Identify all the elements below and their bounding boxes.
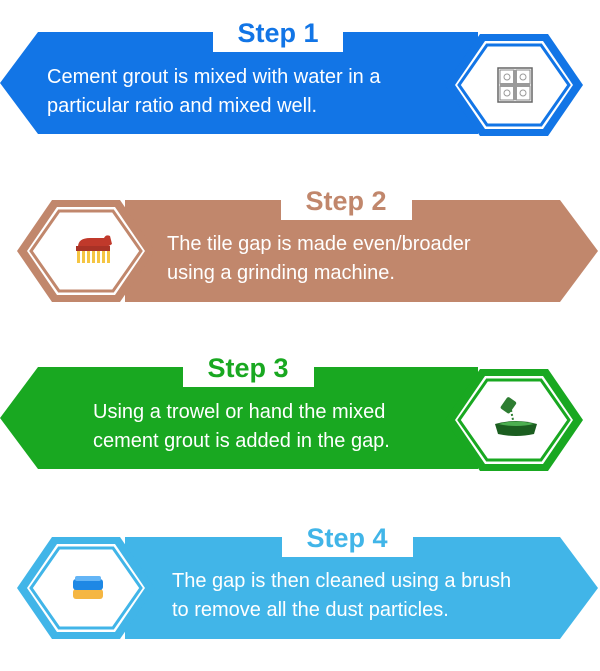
tile-grid-icon [497,67,533,103]
step-1-text-line-1: Cement grout is mixed with water in a [47,66,381,88]
step-4-title-box [282,515,413,557]
step-4-title: Step 4 [306,523,387,553]
step-3: Step 3 Using a trowel or hand the mixed … [0,345,583,471]
step-1: Step 1 Cement grout is mixed with water … [0,10,583,136]
step-2-title-box [281,178,412,220]
step-1-title-box [213,10,343,52]
step-2-text-line-2: using a grinding machine. [167,262,395,284]
step-3-text-line-2: cement grout is added in the gap. [93,430,390,452]
step-4-text-line-2: to remove all the dust particles. [172,599,449,621]
step-2-text-line-1: The tile gap is made even/broader [167,233,471,255]
step-3-title-box [183,345,314,387]
pouring-grout-icon [495,397,537,436]
step-3-banner [0,367,478,469]
step-2-banner [125,200,598,302]
step-4-hex-ring [29,546,143,630]
step-1-banner [0,32,478,134]
scrub-brush-icon [76,235,112,263]
step-1-text-line-2: particular ratio and mixed well. [47,95,317,117]
step-2: Step 2 The tile gap is made even/broader… [17,178,598,302]
step-1-title: Step 1 [237,18,318,48]
step-3-hex-inner [455,376,573,464]
step-4: Step 4 The gap is then cleaned using a b… [17,515,598,639]
step-1-hex-ring [457,43,571,127]
step-4-text-line-1: The gap is then cleaned using a brush [172,570,511,592]
step-3-text-line-1: Using a trowel or hand the mixed [93,401,385,423]
step-3-hex-ring [457,378,571,462]
sponge-icon [73,576,103,599]
step-3-title: Step 3 [207,353,288,383]
step-2-title: Step 2 [305,186,386,216]
step-4-banner [125,537,598,639]
step-2-hex-ring [29,209,143,293]
